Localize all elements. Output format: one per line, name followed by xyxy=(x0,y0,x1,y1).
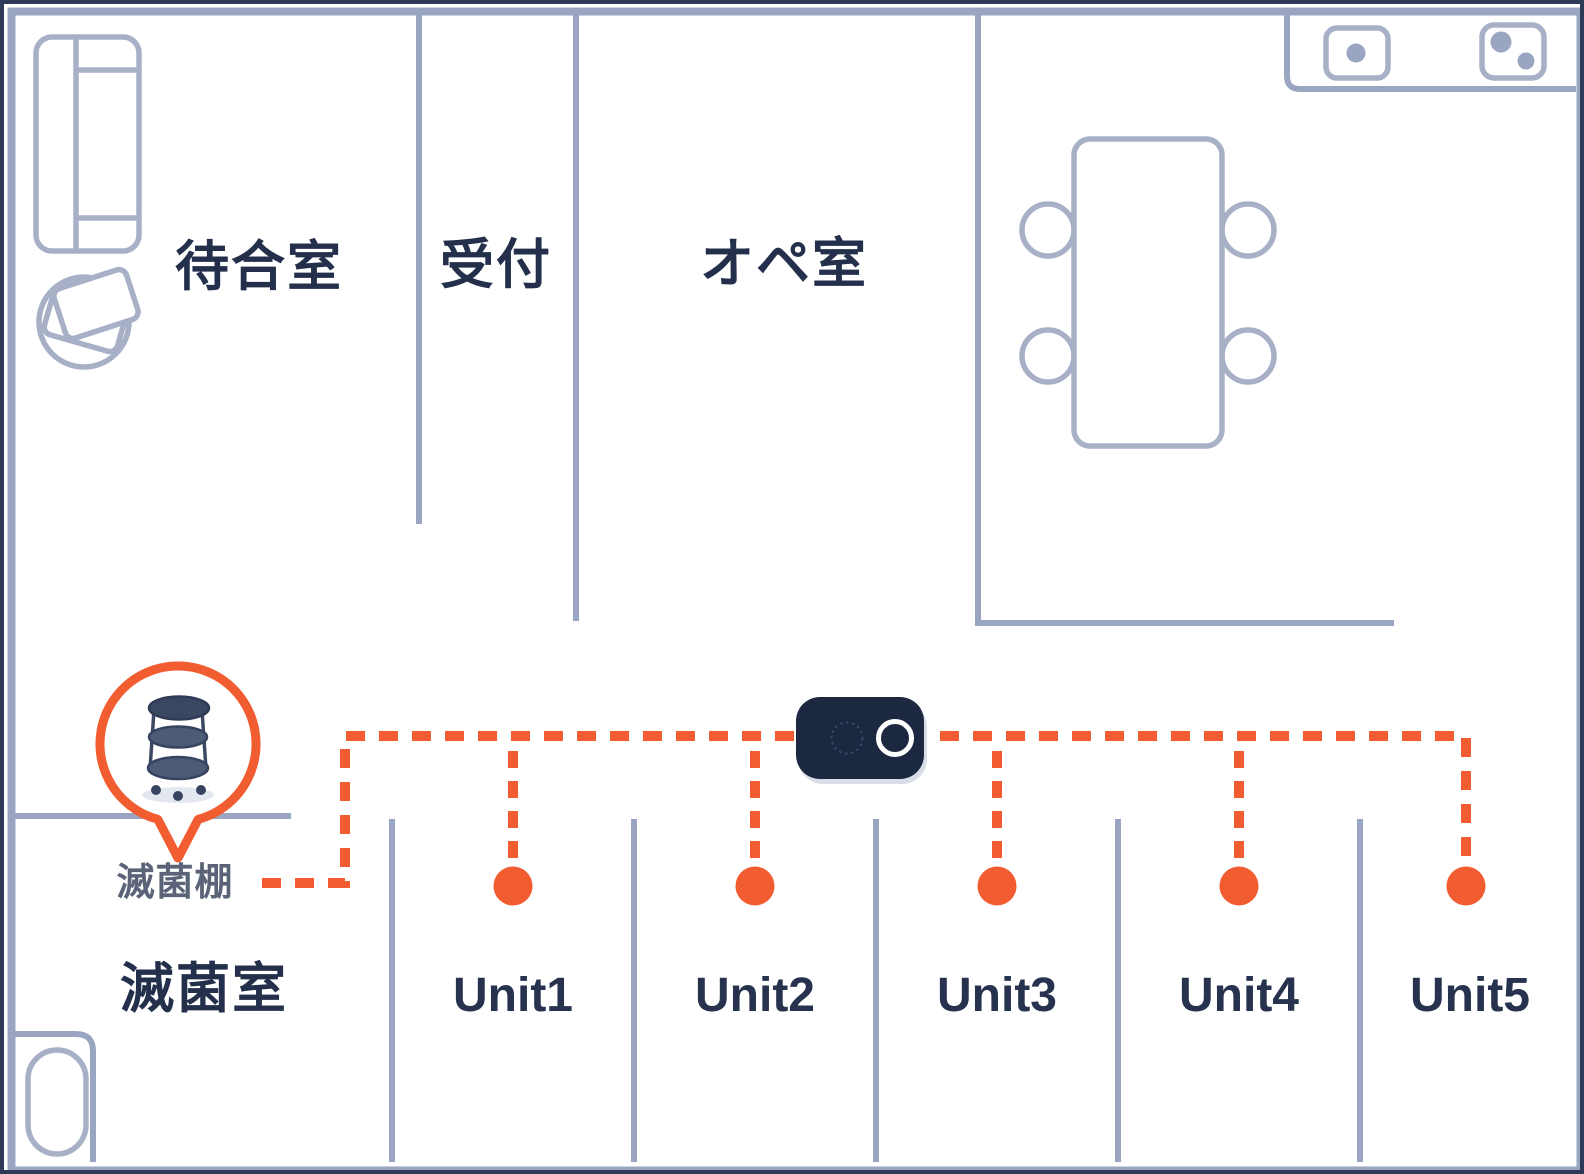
robot-dotted-circle-icon xyxy=(830,721,864,755)
unit2-label: Unit2 xyxy=(695,969,815,1022)
wall-counter xyxy=(1284,15,1576,92)
stove-icon xyxy=(1479,22,1547,81)
magazines-icon xyxy=(41,266,141,355)
floorplan-svg xyxy=(7,7,1580,1170)
sterilization-cart-icon xyxy=(142,695,214,803)
delivery-route xyxy=(262,731,1471,888)
unit-dot xyxy=(977,866,1017,906)
side-table-icon xyxy=(36,266,141,370)
unit4-label: Unit4 xyxy=(1179,969,1299,1022)
furniture xyxy=(25,22,1547,1157)
wall-operation-right xyxy=(975,15,1394,626)
unit-dots xyxy=(493,866,1486,906)
sterilization-room-label: 滅菌室 xyxy=(120,959,288,1019)
unit1-label: Unit1 xyxy=(453,969,573,1022)
sofa-icon xyxy=(33,34,142,254)
operating-table-icon xyxy=(1071,136,1225,449)
reception-label: 受付 xyxy=(440,235,552,295)
toilet-icon xyxy=(25,1047,89,1157)
unit-dot xyxy=(735,866,775,906)
unit-dot xyxy=(493,866,533,906)
robot-body xyxy=(796,697,924,779)
wall-toilet-room xyxy=(15,1031,96,1162)
shelf-callout-bubble xyxy=(95,661,261,863)
route-main-path xyxy=(262,731,1471,888)
unit-dot xyxy=(1219,866,1259,906)
outer-wall xyxy=(7,7,1580,1170)
robot-ring-icon xyxy=(876,719,914,757)
robot-device xyxy=(796,697,927,784)
waiting-room-label: 待合室 xyxy=(175,237,343,297)
unit5-label: Unit5 xyxy=(1410,969,1530,1022)
unit3-label: Unit3 xyxy=(937,969,1057,1022)
unit-dot xyxy=(1446,866,1486,906)
sink-icon xyxy=(1323,25,1391,81)
sterilization-shelf-label: 滅菌棚 xyxy=(116,862,234,904)
operation-room-label: オペ室 xyxy=(700,234,868,294)
